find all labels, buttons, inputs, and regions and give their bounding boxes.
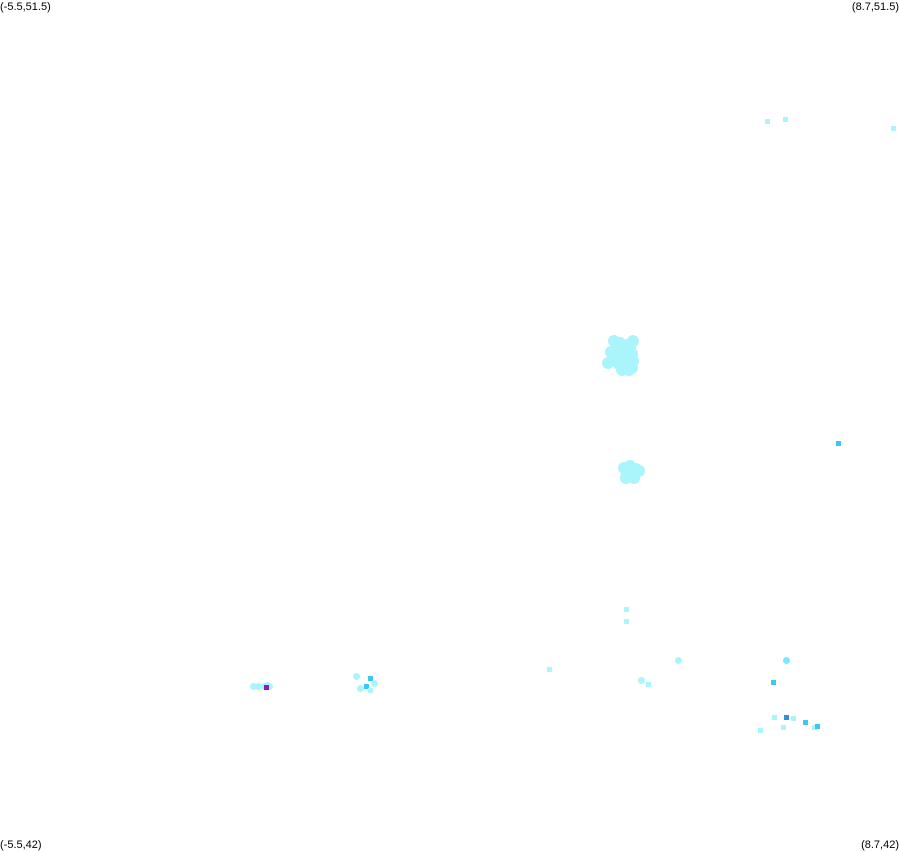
map-marker[interactable] xyxy=(790,715,796,721)
map-marker[interactable] xyxy=(264,681,272,689)
map-marker[interactable] xyxy=(254,683,262,691)
map-marker[interactable] xyxy=(249,683,257,691)
small-cluster-point[interactable] xyxy=(628,472,641,485)
map-marker[interactable] xyxy=(367,688,373,694)
large-cluster-point[interactable] xyxy=(622,364,635,377)
map-marker[interactable] xyxy=(357,685,365,693)
corner-coordinate-top-right: (8.7,51.5) xyxy=(851,1,899,13)
map-marker[interactable] xyxy=(764,119,770,125)
map-marker[interactable] xyxy=(815,723,821,729)
corner-coordinate-bottom-left: (-5.5,42) xyxy=(0,839,42,851)
map-marker[interactable] xyxy=(364,684,370,690)
map-marker[interactable] xyxy=(781,724,787,730)
map-marker[interactable] xyxy=(771,714,777,720)
large-cluster-point[interactable] xyxy=(601,357,614,370)
map-marker[interactable] xyxy=(352,672,360,680)
map-marker[interactable] xyxy=(260,683,268,691)
map-marker[interactable] xyxy=(637,677,645,685)
map-marker[interactable] xyxy=(812,724,818,730)
map-marker[interactable] xyxy=(675,656,683,664)
large-cluster-point[interactable] xyxy=(604,345,617,358)
map-marker[interactable] xyxy=(784,714,790,720)
corner-coordinate-top-left: (-5.5,51.5) xyxy=(0,1,51,13)
map-marker[interactable] xyxy=(624,607,630,613)
map-marker[interactable] xyxy=(371,679,379,687)
map-marker[interactable] xyxy=(368,676,374,682)
map-marker[interactable] xyxy=(782,116,788,122)
map-marker[interactable] xyxy=(891,125,897,131)
map-marker[interactable] xyxy=(802,720,808,726)
map-marker[interactable] xyxy=(264,685,270,691)
map-marker[interactable] xyxy=(757,727,763,733)
large-cluster-point[interactable] xyxy=(627,334,640,347)
map-marker[interactable] xyxy=(770,679,776,685)
map-marker[interactable] xyxy=(624,619,630,624)
map-marker[interactable] xyxy=(547,667,553,673)
map-marker[interactable] xyxy=(645,681,651,687)
map-marker[interactable] xyxy=(836,440,842,446)
corner-coordinate-bottom-right: (8.7,42) xyxy=(861,839,899,851)
map-marker[interactable] xyxy=(782,657,790,665)
